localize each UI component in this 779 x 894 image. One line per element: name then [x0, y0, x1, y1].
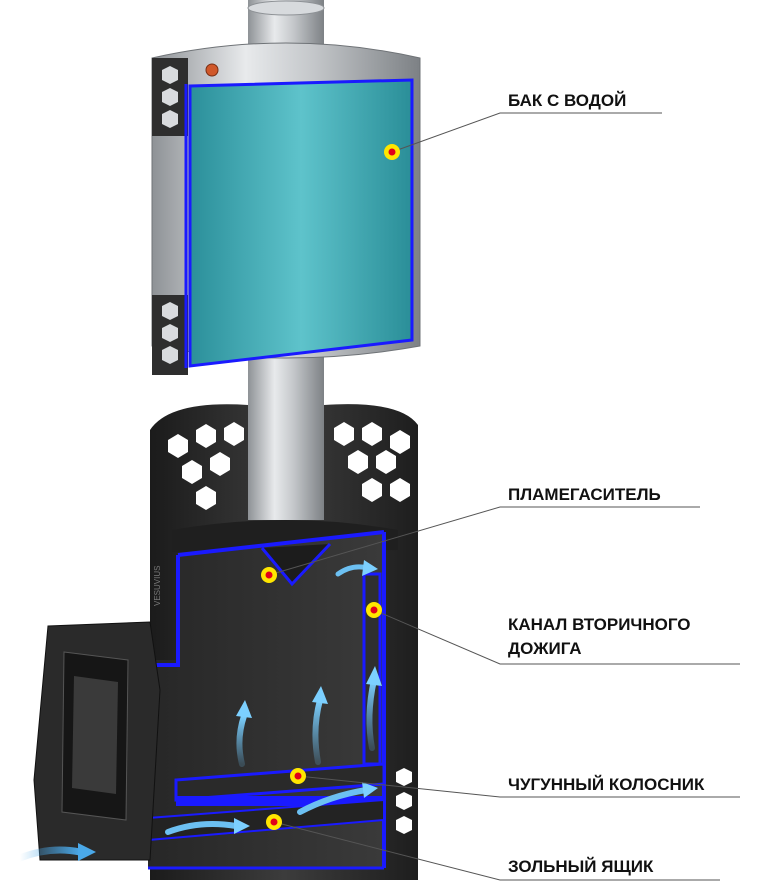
marker-ash-box [266, 814, 282, 830]
marker-water-tank [384, 144, 400, 160]
label-secondary-channel-line2: ДОЖИГА [508, 639, 582, 658]
stove-body [146, 404, 418, 880]
marker-flame-arrester [261, 567, 277, 583]
marker-secondary-channel [366, 602, 382, 618]
airflow-arrows [16, 560, 382, 862]
leader-lines [268, 112, 740, 881]
label-water-tank: БАК С ВОДОЙ [508, 91, 627, 110]
label-ash-box: ЗОЛЬНЫЙ ЯЩИК [508, 857, 654, 876]
label-flame-arrester: ПЛАМЕГАСИТЕЛЬ [508, 485, 661, 504]
marker-cast-iron-grate [290, 768, 306, 784]
stove-door [33, 621, 161, 861]
brand-mark: VESUVIUS [153, 566, 162, 606]
label-cast-iron-grate: ЧУГУННЫЙ КОЛОСНИК [508, 775, 705, 794]
water-tank [151, 42, 421, 375]
label-secondary-channel-line1: КАНАЛ ВТОРИЧНОГО [508, 615, 691, 634]
